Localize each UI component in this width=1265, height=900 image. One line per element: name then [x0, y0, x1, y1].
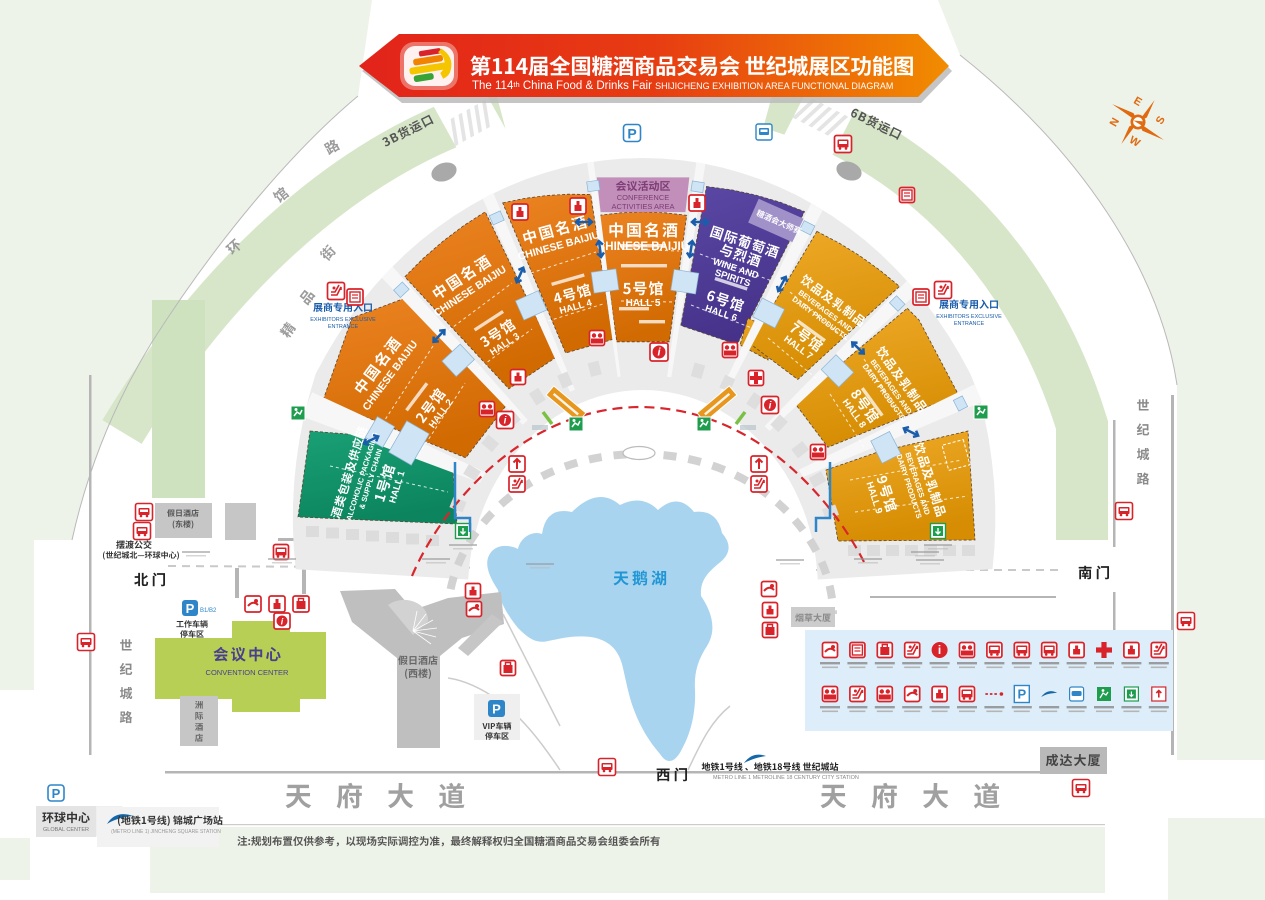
svg-text:CONFERENCE: CONFERENCE	[617, 193, 670, 202]
svg-text:P: P	[186, 601, 195, 616]
svg-text:P: P	[1017, 687, 1026, 702]
svg-text:CONVENTION CENTER: CONVENTION CENTER	[206, 668, 290, 677]
svg-text:(METRO LINE 1) JINCHENG SQUAR: (METRO LINE 1) JINCHENG SQUARE STATION	[111, 829, 221, 835]
svg-text:P: P	[492, 702, 501, 717]
svg-text:ENTRANCE: ENTRANCE	[954, 321, 985, 327]
svg-text:i: i	[281, 617, 284, 627]
svg-text:METRO LINE 1 METROLINE 18 CE: METRO LINE 1 METROLINE 18 CENTURY CITY S…	[713, 775, 859, 781]
svg-text:i: i	[657, 347, 661, 359]
svg-text:EXHIBITORS EXCLUSIVE: EXHIBITORS EXCLUSIVE	[310, 317, 376, 323]
svg-text:The 114th China Food & Drinks: The 114th China Food & Drinks Fair SHIJI…	[472, 80, 893, 92]
svg-text:ACTIVITIES AREA: ACTIVITIES AREA	[612, 202, 675, 211]
svg-text:GLOBAL CENTER: GLOBAL CENTER	[43, 827, 89, 833]
svg-text:i: i	[769, 401, 772, 412]
svg-text:EXHIBITORS EXCLUSIVE: EXHIBITORS EXCLUSIVE	[936, 314, 1002, 320]
svg-text:P: P	[627, 125, 636, 141]
svg-text:ENTRANCE: ENTRANCE	[328, 324, 359, 330]
svg-text:B1/B2: B1/B2	[200, 608, 217, 614]
svg-text:P: P	[52, 786, 61, 801]
svg-text:i: i	[504, 416, 507, 427]
svg-text:HALL 5: HALL 5	[626, 298, 661, 309]
svg-text:i: i	[938, 643, 941, 657]
